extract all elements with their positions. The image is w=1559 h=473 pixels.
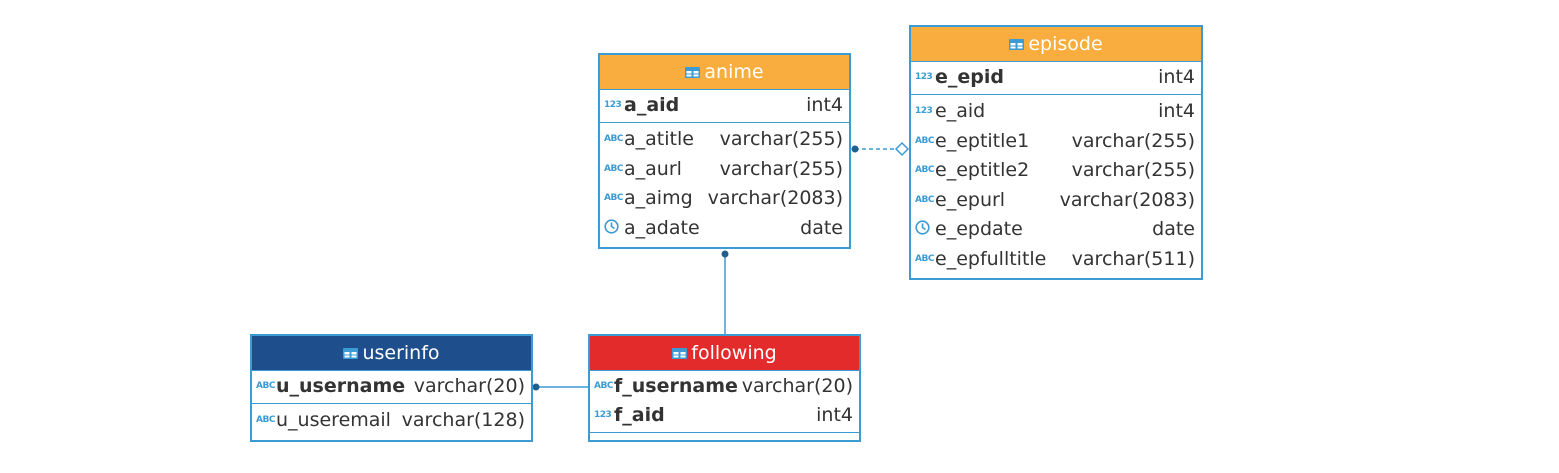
table-icon <box>685 66 701 78</box>
entity-title: episode <box>1028 33 1103 55</box>
numeric-type-icon: 123 <box>594 410 612 421</box>
column-type: varchar(20) <box>741 374 853 397</box>
column-type: varchar(255) <box>719 157 843 180</box>
column-name: e_aid <box>935 100 986 123</box>
column-type: int4 <box>816 404 853 427</box>
text-type-icon: ABC <box>604 134 623 145</box>
text-type-icon: ABC <box>915 253 934 264</box>
column-separator <box>600 121 849 125</box>
column-separator <box>590 432 859 435</box>
column-name: u_useremail <box>276 409 391 432</box>
text-type-icon: ABC <box>915 194 934 205</box>
column-name: a_atitle <box>624 128 694 151</box>
entity-header[interactable]: episode <box>911 27 1201 62</box>
column-name: f_aid <box>614 404 665 427</box>
column-name: a_aid <box>624 93 680 116</box>
entity-title: userinfo <box>362 342 440 364</box>
entity-title: anime <box>704 61 764 83</box>
column-row[interactable]: a_adate date <box>600 213 849 243</box>
text-type-icon: ABC <box>604 193 623 204</box>
numeric-type-icon: 123 <box>915 71 933 82</box>
column-name: e_epid <box>935 65 1004 88</box>
column-name: e_eptitle2 <box>935 159 1030 182</box>
table-icon <box>1009 38 1025 50</box>
date-icon <box>915 220 935 238</box>
date-icon <box>604 219 624 237</box>
column-type: int4 <box>806 93 843 116</box>
column-name: e_eptitle1 <box>935 129 1030 152</box>
column-type: int4 <box>1158 100 1195 123</box>
column-name: a_aimg <box>624 187 693 210</box>
table-icon <box>343 347 359 359</box>
column-type: int4 <box>1158 65 1195 88</box>
column-type: varchar(255) <box>719 128 843 151</box>
userinfo-following-dot <box>532 383 540 391</box>
column-type: varchar(20) <box>413 374 525 397</box>
column-name: e_epurl <box>935 188 1006 211</box>
text-type-icon: ABC <box>915 135 934 146</box>
column-type: varchar(255) <box>1071 129 1195 152</box>
column-type: varchar(2083) <box>1059 188 1195 211</box>
column-name: e_epdate <box>935 218 1023 241</box>
text-type-icon: ABC <box>604 163 623 174</box>
anime-following-dot <box>721 250 729 258</box>
numeric-type-icon: 123 <box>915 106 933 117</box>
entity-header[interactable]: following <box>590 336 859 371</box>
entity-header[interactable]: userinfo <box>252 336 531 371</box>
text-type-icon: ABC <box>594 380 613 391</box>
column-name: e_epfulltitle <box>935 247 1047 270</box>
column-type: varchar(128) <box>401 409 525 432</box>
text-type-icon: ABC <box>256 380 275 391</box>
column-name: a_adate <box>624 216 700 239</box>
anime-episode-dot <box>851 145 859 153</box>
anime-episode-diamond <box>894 141 910 157</box>
entity-title: following <box>691 342 777 364</box>
text-type-icon: ABC <box>915 165 934 176</box>
column-type: date <box>1152 218 1195 241</box>
table-icon <box>672 347 688 359</box>
entity-header[interactable]: anime <box>600 55 849 90</box>
column-row[interactable]: e_epdate date <box>911 215 1201 245</box>
text-type-icon: ABC <box>256 415 275 426</box>
column-separator <box>911 93 1201 97</box>
column-separator <box>252 402 531 406</box>
column-type: varchar(2083) <box>707 187 843 210</box>
column-type: varchar(255) <box>1071 159 1195 182</box>
column-name: f_username <box>614 374 738 397</box>
column-name: a_aurl <box>624 157 682 180</box>
numeric-type-icon: 123 <box>604 99 622 110</box>
column-type: varchar(511) <box>1071 247 1195 270</box>
column-type: date <box>800 216 843 239</box>
column-name: u_username <box>276 374 406 397</box>
